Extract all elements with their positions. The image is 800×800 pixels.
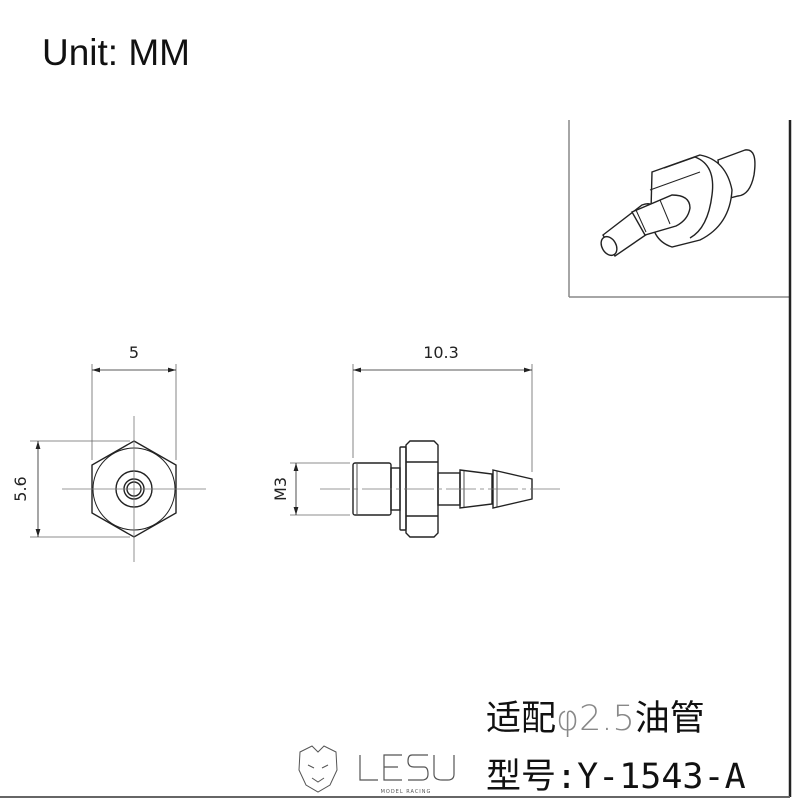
fit-diameter: φ2.5 — [556, 699, 635, 739]
model-number: 型号:Y-1543-A — [486, 757, 746, 797]
side-dimensions — [290, 364, 533, 516]
dim-thread: M3 — [271, 477, 290, 501]
isometric-view — [600, 149, 756, 258]
logo-tagline: MODEL RACING — [381, 789, 432, 795]
frame-lines — [0, 120, 792, 798]
dim-side-length: 10.3 — [423, 343, 459, 362]
dim-front-width: 5 — [129, 343, 139, 362]
fit-prefix: 适配 — [486, 699, 557, 739]
compatible-tube-label: 适配φ2.5油管 — [486, 690, 705, 741]
unit-label: Unit: MM — [42, 32, 190, 73]
dim-front-height: 5.6 — [11, 476, 30, 501]
side-view — [320, 440, 560, 538]
front-dimensions — [30, 364, 177, 538]
lion-head-icon — [298, 745, 338, 793]
front-view — [62, 416, 206, 562]
fit-suffix: 油管 — [634, 699, 705, 739]
lesu-logo — [298, 745, 455, 793]
